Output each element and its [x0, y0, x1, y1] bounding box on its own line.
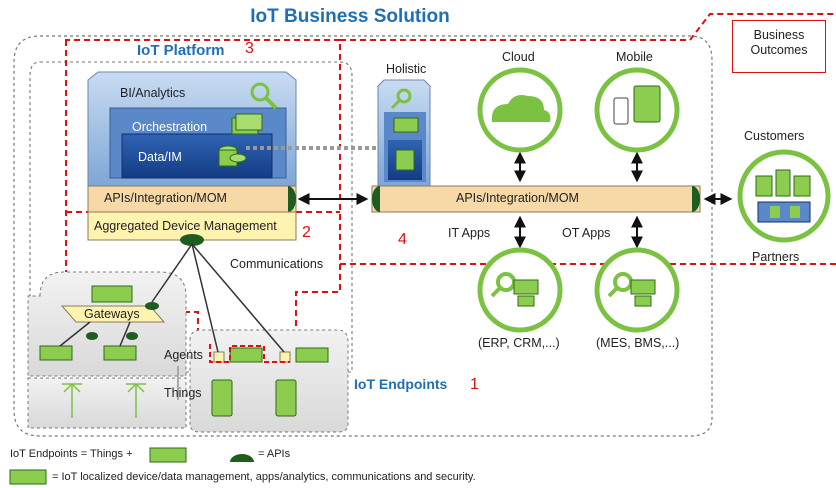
sensor-icon	[62, 383, 146, 418]
solution-boundary	[13, 35, 713, 437]
mes-apps-icon	[594, 247, 680, 333]
legend-apis: = APIs	[258, 448, 291, 460]
data-im-box	[121, 133, 273, 179]
database-icon	[218, 145, 247, 167]
endpoints-label: IoT Endpoints	[354, 376, 448, 392]
it-apps-label: IT Apps	[448, 226, 491, 240]
agg-device-mgmt-label: Aggregated Device Management	[94, 219, 277, 233]
apis-right-label: APIs/Integration/MOM	[456, 191, 579, 205]
data-im-label: Data/IM	[138, 150, 182, 164]
gateways-box	[60, 305, 166, 323]
mobile-icon	[594, 67, 680, 153]
window-icon	[231, 113, 263, 135]
magnifier-icon	[250, 82, 278, 110]
agg-number: 2	[302, 224, 311, 241]
mes-label: (MES, BMS,...)	[596, 336, 680, 350]
agents-label: Agents	[164, 348, 203, 362]
page-title: IoT Business Solution	[250, 6, 450, 27]
ot-apps-label: OT Apps	[562, 226, 611, 240]
customers-partners-icon	[737, 149, 831, 243]
platform-number: 3	[245, 40, 254, 57]
apis-right-bar	[371, 185, 701, 213]
legend-description: = IoT localized device/data management, …	[52, 471, 476, 483]
partners-label: Partners	[752, 250, 800, 264]
apis-left-label: APIs/Integration/MOM	[104, 191, 227, 205]
communications-label: Communications	[230, 257, 324, 271]
orchestration-label: Orchestration	[132, 120, 208, 134]
business-outcomes-box: Business Outcomes	[732, 20, 826, 73]
mobile-label: Mobile	[616, 50, 653, 64]
things-label: Things	[164, 386, 202, 400]
erp-apps-icon	[477, 247, 563, 333]
erp-label: (ERP, CRM,...)	[478, 336, 560, 350]
customers-label: Customers	[744, 129, 805, 143]
holistic-magnifier-icon	[390, 88, 412, 110]
device-icon	[211, 379, 233, 417]
bi-analytics-label: BI/Analytics	[120, 86, 186, 100]
platform-label: IoT Platform	[137, 42, 225, 59]
legend-endpoints-equation: IoT Endpoints = Things +	[10, 448, 133, 460]
endpoints-number: 1	[470, 376, 479, 393]
apis-left-bar	[87, 185, 297, 213]
holistic-label: Holistic	[386, 62, 427, 76]
device-icon	[275, 379, 297, 417]
section-number-4: 4	[398, 231, 407, 248]
cloud-label: Cloud	[502, 50, 535, 64]
cloud-icon	[477, 67, 563, 153]
gateways-label: Gateways	[84, 307, 140, 321]
